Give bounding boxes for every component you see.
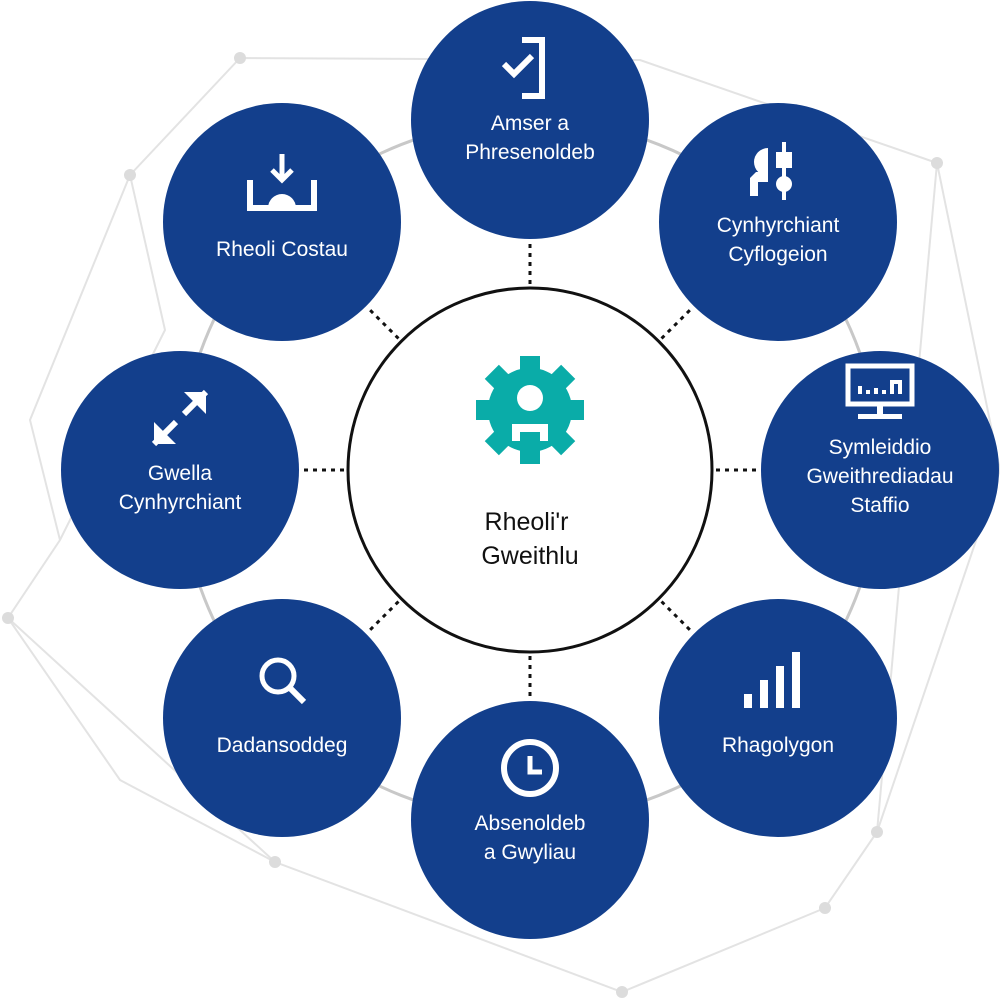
node-circle — [761, 351, 999, 589]
center-circle — [346, 286, 714, 654]
node-label-line: Amser a — [491, 112, 570, 135]
center-label: Rheoli'r Gweithlu — [481, 508, 578, 570]
connector-line — [367, 307, 400, 340]
node-circle — [163, 599, 401, 837]
magnifier-icon — [259, 657, 307, 705]
node-label: Dadansoddeg — [217, 734, 348, 757]
expand-arrows-icon — [151, 389, 209, 447]
node-rhagolygon[interactable]: Rhagolygon — [659, 599, 897, 837]
node-label-line: Staffio — [850, 494, 909, 517]
node-label-line: a Gwyliau — [484, 841, 576, 864]
download-tray-icon — [247, 154, 317, 211]
bar-chart-icon — [744, 652, 800, 708]
node-label-line: Gweithrediadau — [806, 465, 953, 488]
node-dadansoddeg[interactable]: Dadansoddeg — [163, 599, 401, 837]
node-circle — [61, 351, 299, 589]
node-label: Rhagolygon — [722, 734, 834, 757]
worker-lever-icon — [750, 142, 792, 200]
node-label-line: Gwella — [148, 462, 213, 485]
center-label-line: Rheoli'r — [485, 508, 569, 536]
check-clipboard-icon — [501, 37, 545, 99]
node-circle — [411, 1, 649, 239]
node-absenoldeb[interactable]: Absenoldeb a Gwyliau — [411, 701, 649, 939]
node-label: Absenoldeb a Gwyliau — [475, 812, 586, 864]
node-label-line: Cynhyrchiant — [119, 491, 242, 514]
background-network — [6, 57, 1000, 994]
node-circle — [411, 701, 649, 939]
node-circle — [163, 103, 401, 341]
node-label-line: Absenoldeb — [475, 812, 586, 835]
connector-line — [367, 600, 400, 633]
node-circle — [659, 103, 897, 341]
node-label-line: Rhagolygon — [722, 734, 834, 757]
clock-icon — [501, 739, 559, 797]
node-label-line: Cyflogeion — [728, 243, 827, 266]
node-label: Amser a Phresenoldeb — [465, 112, 595, 164]
dotted-connectors — [302, 242, 758, 698]
node-label-line: Cynhyrchiant — [717, 214, 840, 237]
gear-person-icon — [476, 356, 584, 464]
node-circle — [659, 599, 897, 837]
node-label-line: Symleiddio — [829, 436, 932, 459]
network-nodes — [2, 52, 943, 998]
node-label-line: Dadansoddeg — [217, 734, 348, 757]
connector-line — [660, 307, 693, 340]
node-label: Rheoli Costau — [216, 238, 348, 261]
monitor-dashboard-icon — [845, 363, 915, 419]
node-amser[interactable]: Amser a Phresenoldeb — [411, 1, 649, 239]
connector-line — [660, 600, 693, 633]
center-label-line: Gweithlu — [481, 542, 578, 570]
node-label-line: Rheoli Costau — [216, 238, 348, 261]
node-label-line: Phresenoldeb — [465, 141, 595, 164]
node-costau[interactable]: Rheoli Costau — [163, 103, 401, 341]
